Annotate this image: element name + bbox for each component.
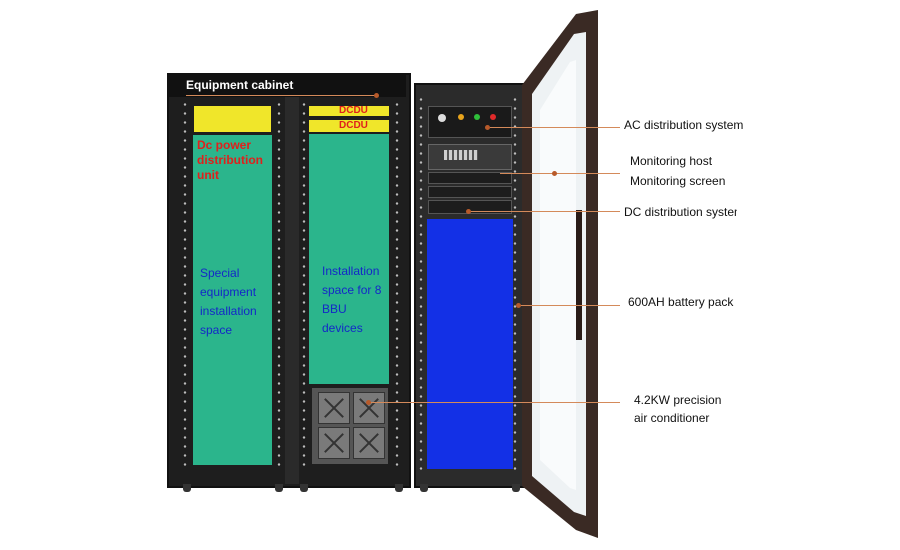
callout-aircon-line1: 4.2KW precision — [634, 393, 722, 407]
leader-monitoring — [500, 173, 620, 174]
middle-green-label: Installation space for 8 BBU devices — [322, 264, 382, 335]
cabinet-title: Equipment cabinet — [186, 78, 294, 92]
cabinet-foot — [275, 484, 283, 492]
callout-ac: AC distribution system — [624, 118, 744, 132]
dcdu-bottom-bar — [309, 120, 389, 132]
rail-right-inner — [512, 95, 518, 470]
callout-monitoring-host: Monitoring host — [630, 154, 713, 168]
leader-dc — [470, 211, 620, 212]
fan-icon — [318, 427, 350, 459]
callout-dc: DC distribution system — [624, 205, 737, 219]
dc-distribution-panel — [428, 186, 512, 198]
dc-distribution-panel — [428, 172, 512, 184]
cabinet-foot — [183, 484, 191, 492]
left-green-panel — [193, 135, 272, 465]
fan-icon — [318, 392, 350, 424]
ac-distribution-panel — [428, 106, 512, 138]
rail-left-outer — [182, 100, 188, 470]
cabinet-foot — [512, 484, 520, 492]
cabinet-foot — [300, 484, 308, 492]
rail-mid-inner — [394, 100, 400, 470]
indicator-light-icon — [474, 114, 480, 120]
rail-right-outer — [418, 95, 424, 470]
leader-aircon — [370, 402, 620, 403]
indicator-light-icon — [458, 114, 464, 120]
dcdu-bottom-label: DCDU — [339, 120, 368, 131]
dcdu-top-label: DCDU — [339, 105, 368, 116]
cabinet-foot — [420, 484, 428, 492]
fan-icon — [353, 392, 385, 424]
middle-green-panel — [309, 134, 389, 384]
leader-dot-icon — [516, 303, 521, 308]
callout-battery: 600AH battery pack — [628, 295, 734, 309]
leader-dot-icon — [485, 125, 490, 130]
rail-mid-outer — [301, 100, 307, 470]
dcpdu-bar — [194, 106, 271, 132]
indicator-light-icon — [490, 114, 496, 120]
dcdu-top-bar — [309, 106, 389, 116]
glass-door — [522, 10, 598, 538]
leader-ac — [490, 127, 620, 128]
leader-dot-icon — [552, 171, 557, 176]
dcpdu-label: Dc power distribution unit — [197, 138, 263, 182]
fan-icon — [353, 427, 385, 459]
indicator-light-icon — [438, 114, 446, 122]
left-green-label: Special equipment installation space — [200, 266, 257, 337]
leader-dot-icon — [466, 209, 471, 214]
leader-dot-icon — [374, 93, 379, 98]
battery-pack-panel — [427, 219, 513, 469]
cabinet-divider — [285, 97, 299, 484]
cabinet-foot — [395, 484, 403, 492]
cabinet-title-bar — [169, 75, 406, 97]
callout-monitoring-screen: Monitoring screen — [630, 174, 726, 188]
leader-battery — [520, 305, 620, 306]
leader-title — [186, 95, 376, 96]
monitoring-host-ports — [444, 150, 478, 160]
leader-dot-icon — [366, 400, 371, 405]
callout-aircon-line2: air conditioner — [634, 411, 710, 425]
rail-left-inner — [276, 100, 282, 470]
